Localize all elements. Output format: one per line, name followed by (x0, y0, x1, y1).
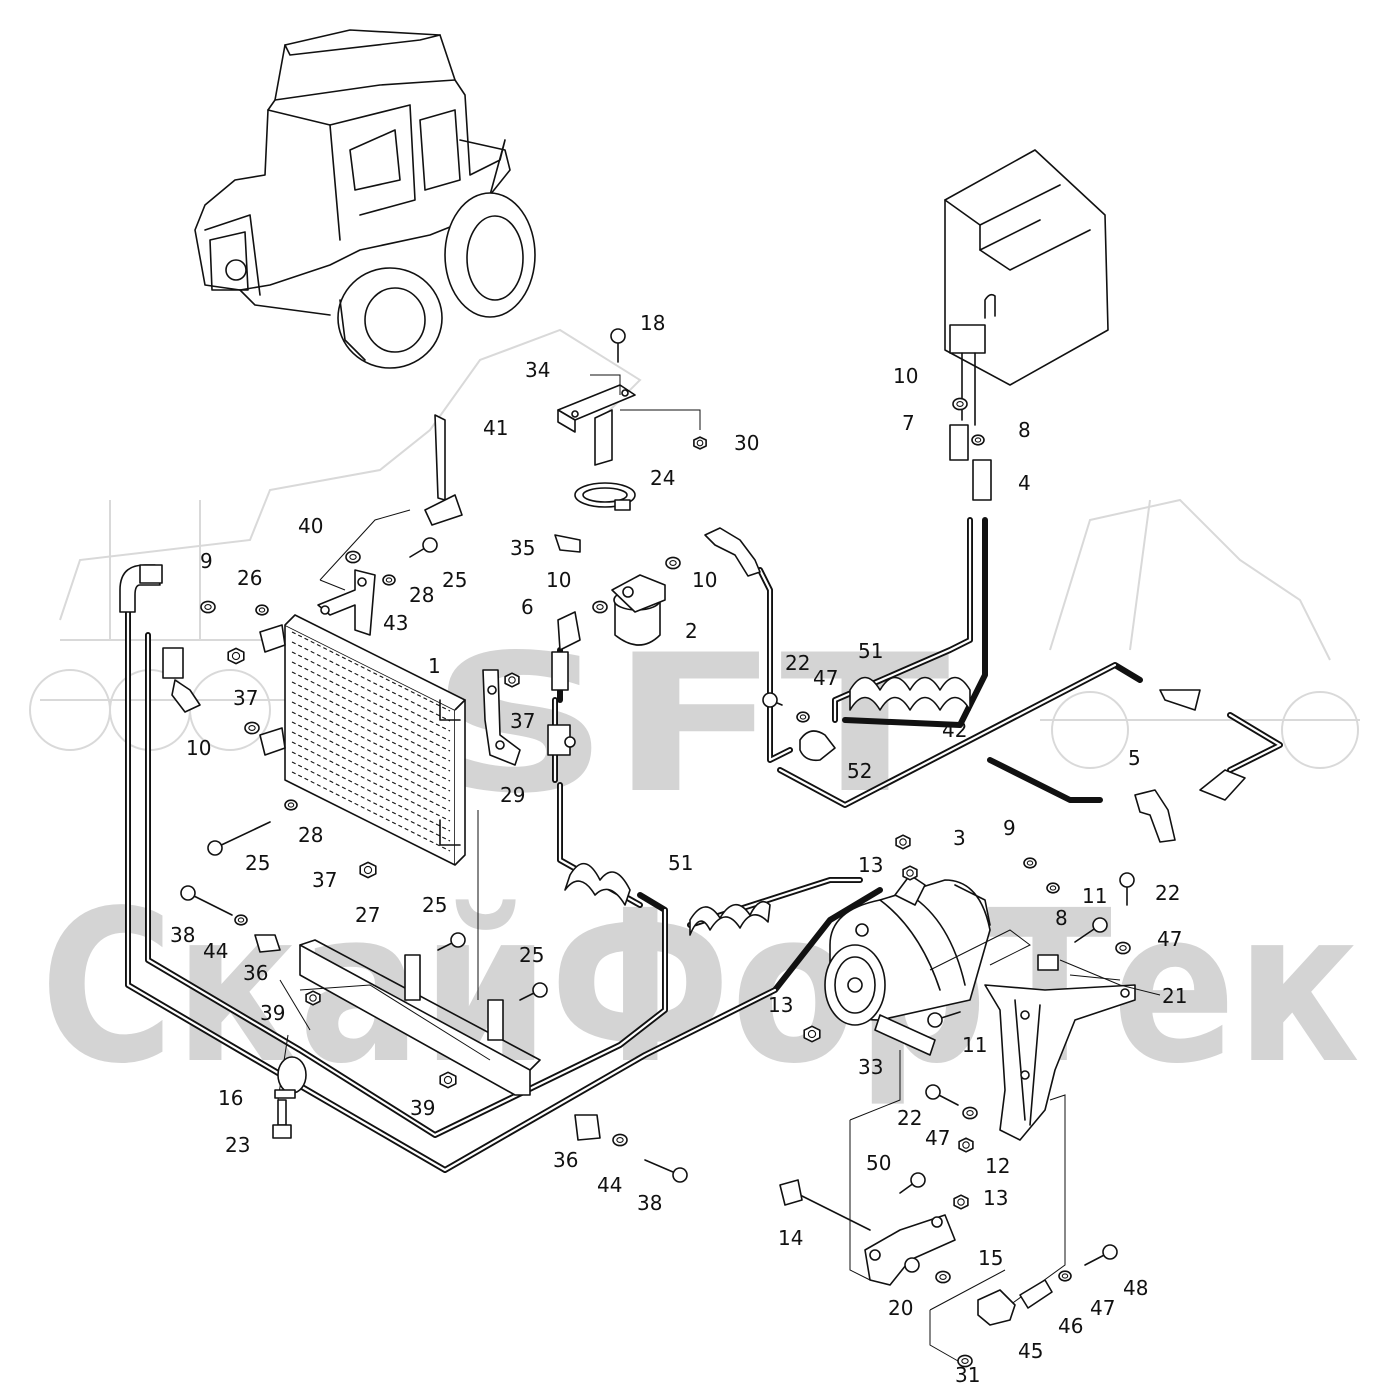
part-label-42: 42 (942, 718, 967, 742)
part-label-2: 2 (685, 619, 698, 643)
part-label-37: 37 (312, 868, 337, 892)
part-label-41: 41 (483, 416, 508, 440)
part-label-9: 9 (1003, 816, 1016, 840)
part-label-1: 1 (428, 654, 441, 678)
part-label-35: 35 (510, 536, 535, 560)
part-label-24: 24 (650, 466, 675, 490)
hose-clamp-24 (574, 482, 636, 511)
part-label-28: 28 (409, 583, 434, 607)
part-label-47: 47 (1157, 927, 1182, 951)
part-label-38: 38 (170, 923, 195, 947)
watermark-loader-right (1040, 498, 1360, 769)
hose-51-lower (564, 862, 771, 936)
part-label-37: 37 (233, 686, 258, 710)
part-label-10: 10 (893, 364, 918, 388)
part-label-7: 7 (902, 411, 915, 435)
part-label-13: 13 (858, 853, 883, 877)
part-label-22: 22 (897, 1106, 922, 1130)
part-label-13: 13 (768, 993, 793, 1017)
part-label-12: 12 (985, 1154, 1010, 1178)
receiver-drier-2 (611, 574, 666, 646)
evaporator-unit (944, 149, 1109, 426)
part-label-26: 26 (237, 566, 262, 590)
part-label-18: 18 (640, 311, 665, 335)
part-label-25: 25 (245, 851, 270, 875)
part-label-47: 47 (1090, 1296, 1115, 1320)
part-label-45: 45 (1018, 1339, 1043, 1363)
part-label-27: 27 (355, 903, 380, 927)
compressor-bracket-21 (984, 954, 1136, 1141)
part-label-10: 10 (186, 736, 211, 760)
part-label-15: 15 (978, 1246, 1003, 1270)
part-label-52: 52 (847, 759, 872, 783)
part-label-47: 47 (813, 666, 838, 690)
part-label-44: 44 (597, 1173, 622, 1197)
part-label-31: 31 (955, 1363, 980, 1387)
bracket-20 (864, 1214, 956, 1286)
part-label-34: 34 (525, 358, 550, 382)
part-labels: 1 2 3 4 5 6 7 8 8 9 9 10 10 10 10 11 11 … (170, 311, 1187, 1387)
part-label-29: 29 (500, 783, 525, 807)
part-label-9: 9 (200, 549, 213, 573)
part-label-4: 4 (1018, 471, 1031, 495)
part-label-39: 39 (410, 1096, 435, 1120)
part-label-38: 38 (637, 1191, 662, 1215)
part-label-36: 36 (243, 961, 268, 985)
tractor-illustration (194, 29, 536, 369)
part-label-22: 22 (785, 651, 810, 675)
part-label-16: 16 (218, 1086, 243, 1110)
part-label-51: 51 (858, 639, 883, 663)
part-label-6: 6 (521, 595, 534, 619)
part-label-39: 39 (260, 1001, 285, 1025)
part-label-3: 3 (953, 826, 966, 850)
part-label-25: 25 (422, 893, 447, 917)
drier-bracket-34 (557, 374, 701, 466)
part-label-33: 33 (858, 1055, 883, 1079)
part-label-5: 5 (1128, 746, 1141, 770)
part-label-25: 25 (442, 568, 467, 592)
watermark-brand: СкайФорТек (40, 865, 1360, 1110)
part-label-11: 11 (962, 1033, 987, 1057)
part-label-43: 43 (383, 611, 408, 635)
part-label-50: 50 (866, 1151, 891, 1175)
part-label-25: 25 (519, 943, 544, 967)
part-label-22: 22 (1155, 881, 1180, 905)
part-label-23: 23 (225, 1133, 250, 1157)
part-label-40: 40 (298, 514, 323, 538)
fittings (119, 414, 1246, 1326)
part-label-13: 13 (983, 1186, 1008, 1210)
part-label-14: 14 (778, 1226, 803, 1250)
part-label-10: 10 (692, 568, 717, 592)
part-label-28: 28 (298, 823, 323, 847)
part-label-37: 37 (510, 709, 535, 733)
watermark: SFT СкайФорТек (29, 328, 1360, 1110)
part-label-36: 36 (553, 1148, 578, 1172)
bracket-29 (482, 669, 521, 766)
hose-51-upper (849, 676, 971, 711)
part-label-10: 10 (546, 568, 571, 592)
part-label-30: 30 (734, 431, 759, 455)
part-label-51: 51 (668, 851, 693, 875)
part-label-46: 46 (1058, 1314, 1083, 1338)
compressor (824, 874, 991, 1026)
part-label-48: 48 (1123, 1276, 1148, 1300)
mounting-bracket-27 (299, 939, 541, 1096)
part-label-8: 8 (1055, 906, 1068, 930)
tensioner-arm-33 (874, 1014, 936, 1056)
hardware (180, 328, 1135, 1368)
part-label-47: 47 (925, 1126, 950, 1150)
part-label-8: 8 (1018, 418, 1031, 442)
part-label-21: 21 (1162, 984, 1187, 1008)
part-label-11: 11 (1082, 884, 1107, 908)
part-label-44: 44 (203, 939, 228, 963)
bracket-43 (317, 569, 376, 636)
part-label-20: 20 (888, 1296, 913, 1320)
condenser (284, 614, 466, 866)
